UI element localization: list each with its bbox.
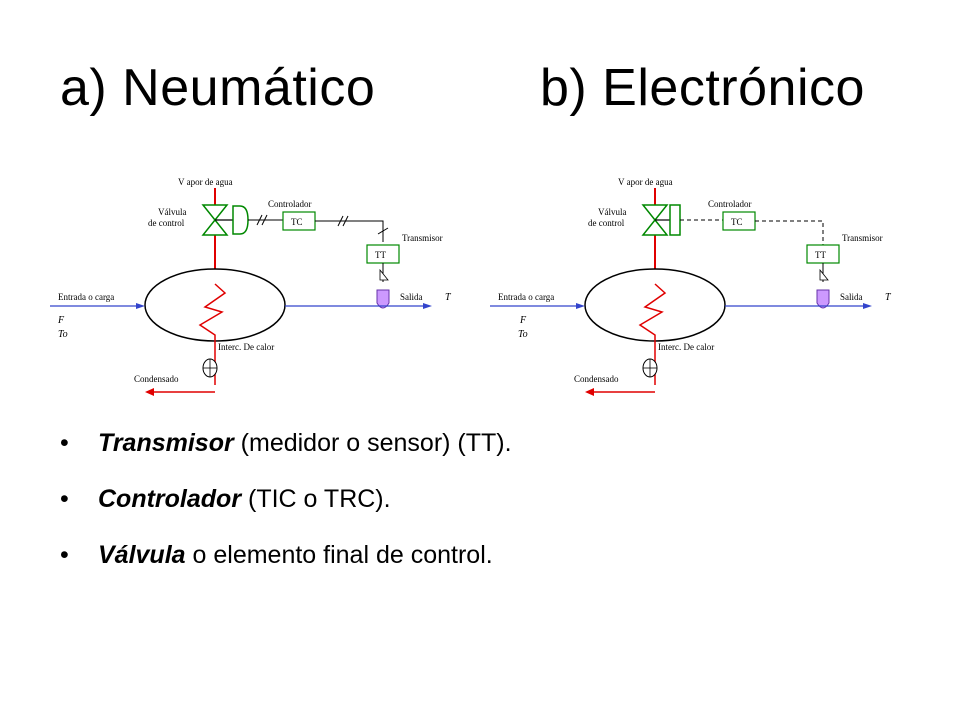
bullet-valvula: • Válvula o elemento final de control. <box>60 532 512 588</box>
tc-label: TC <box>731 217 743 227</box>
output-label: Salida <box>400 292 423 302</box>
tt-label: TT <box>375 250 386 260</box>
tt-label: TT <box>815 250 826 260</box>
t-symbol: T <box>885 292 892 303</box>
bullet-controlador: • Controlador (TIC o TRC). <box>60 476 512 532</box>
pneumatic-control-diagram: TC TT V apor de agua Válvula de control … <box>50 177 452 396</box>
t-symbol: T <box>445 292 452 303</box>
valve-label-1: Válvula <box>598 207 627 217</box>
flow-symbol: F <box>519 315 527 326</box>
bullet-text: o elemento final de control. <box>185 541 493 569</box>
condensate-label: Condensado <box>134 374 179 384</box>
exchanger-label: Interc. De calor <box>218 342 274 352</box>
valve-label-1: Válvula <box>158 207 187 217</box>
title-pneumatic: a) Neumático <box>60 59 376 117</box>
t0-symbol: To <box>58 329 68 340</box>
bullet-dot: • <box>60 541 69 569</box>
tc-label: TC <box>291 217 303 227</box>
flow-symbol: F <box>57 315 65 326</box>
controller-label: Controlador <box>708 199 752 209</box>
input-label: Entrada o carga <box>498 292 554 302</box>
exchanger-label: Interc. De calor <box>658 342 714 352</box>
bullet-term: Transmisor <box>98 429 234 457</box>
bullet-text: (TIC o TRC). <box>241 485 391 513</box>
condensate-label: Condensado <box>574 374 619 384</box>
bullet-text: (medidor o sensor) (TT). <box>233 429 512 457</box>
valve-label-2: de control <box>588 218 625 228</box>
bullet-list: • Transmisor (medidor o sensor) (TT). • … <box>60 420 512 588</box>
electronic-control-diagram: TC TT V apor de agua Válvula de control … <box>490 177 892 396</box>
t0-symbol: To <box>518 329 528 340</box>
bullet-transmisor: • Transmisor (medidor o sensor) (TT). <box>60 420 512 476</box>
transmitter-label: Transmisor <box>402 233 443 243</box>
output-label: Salida <box>840 292 863 302</box>
controller-label: Controlador <box>268 199 312 209</box>
transmitter-label: Transmisor <box>842 233 883 243</box>
title-electronic: b) Electrónico <box>540 59 865 117</box>
bullet-dot: • <box>60 429 69 457</box>
bullet-term: Válvula <box>98 541 186 569</box>
bullet-dot: • <box>60 485 69 513</box>
bullet-term: Controlador <box>98 485 242 513</box>
steam-label: V apor de agua <box>178 177 233 187</box>
steam-label: V apor de agua <box>618 177 673 187</box>
input-label: Entrada o carga <box>58 292 114 302</box>
valve-label-2: de control <box>148 218 185 228</box>
